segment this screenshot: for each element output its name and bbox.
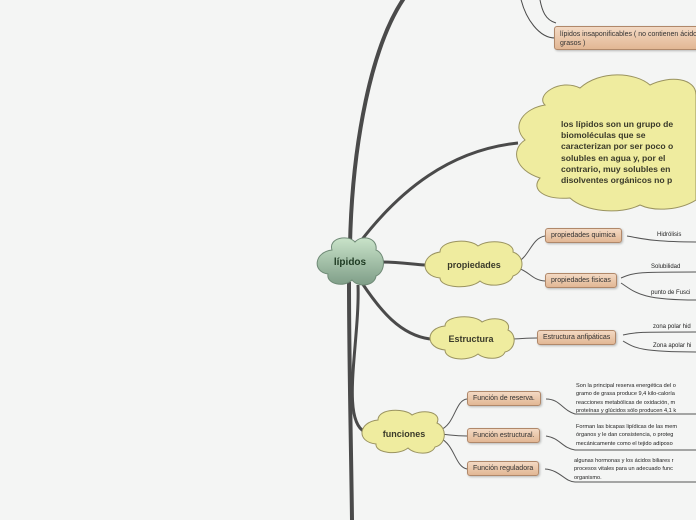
- text-line: órganos y le dan consistencia, o proteg: [576, 432, 674, 439]
- funcion-reguladora-node[interactable]: Función reguladora: [467, 461, 540, 476]
- root-cloud-shape: [316, 237, 384, 286]
- zona-polar-label[interactable]: zona polar hid: [653, 324, 691, 330]
- funciones-cloud-shape: [361, 409, 445, 454]
- text-line: organismo.: [574, 474, 602, 481]
- text-line: proteínas y glúcidos sólo producen 4,1 k: [576, 408, 677, 415]
- propiedades-quimica-node[interactable]: propiedades quimica: [545, 228, 622, 243]
- propiedades-node[interactable]: propiedades: [447, 260, 501, 270]
- definition-line: biomoléculas que se: [561, 130, 646, 141]
- zona-apolar-label[interactable]: Zona apolar hi: [653, 343, 692, 349]
- text-line: algunas hormonas y los ácidos biliares r: [574, 458, 674, 464]
- hidrolisis-label[interactable]: Hidrólisis: [657, 232, 682, 238]
- estructural-description[interactable]: Forman las bicapas lipídicas de las mem …: [576, 423, 677, 448]
- link-root-estructura: [360, 282, 431, 341]
- link-root-definition: [358, 141, 519, 243]
- funciones-node[interactable]: funciones: [382, 429, 426, 439]
- reserva-description[interactable]: Son la principal reserva energética del …: [576, 382, 676, 416]
- definition-line: caracterizan por ser poco o: [561, 141, 674, 152]
- funcion-reserva-node[interactable]: Función de reserva.: [467, 391, 541, 406]
- estructura-anfipaticas-node[interactable]: Estructura anfipáticas: [537, 330, 617, 345]
- definition-node[interactable]: los lípidos son un grupo de biomoléculas…: [561, 119, 673, 186]
- link-root-bottom: [347, 281, 354, 520]
- link-root-propiedades: [377, 260, 426, 267]
- text-line: mecánicamente como el tejido adiposo: [576, 440, 673, 447]
- text-line: procesos vitales para un adecuado func: [574, 466, 673, 473]
- reguladora-description[interactable]: algunas hormonas y los ácidos biliares r…: [574, 457, 674, 482]
- link-root-top: [348, 0, 406, 246]
- text-line: Forman las bicapas lipídicas de las mem: [576, 424, 678, 430]
- link-root-funciones: [350, 284, 366, 434]
- estructura-cloud-shape: [429, 316, 515, 360]
- definition-line: disolventes orgánicos no p: [561, 175, 673, 186]
- root-node[interactable]: lípidos: [333, 257, 367, 268]
- definition-cloud-shape: [516, 74, 696, 212]
- text-line: Son la principal reserva energética del …: [576, 383, 676, 389]
- text-line: reacciones metabólicas de oxidación, m: [576, 399, 676, 406]
- propiedades-fisicas-node[interactable]: propiedades fisicas: [545, 273, 617, 288]
- definition-line: contrario, muy solubles en: [561, 163, 671, 174]
- propiedades-cloud-shape: [424, 240, 523, 288]
- punto-fusion-label[interactable]: punto de Fusci: [651, 290, 691, 296]
- solubilidad-label[interactable]: Solubilidad: [651, 264, 681, 270]
- definition-line: solubles en agua y, por el: [561, 152, 666, 163]
- insaponificables-node[interactable]: lípidos insaponificables ( no contienen …: [554, 26, 696, 50]
- estructura-node[interactable]: Estructura: [448, 334, 494, 344]
- text-line: gramo de grasa produce 9,4 kilo-caloría: [576, 391, 675, 398]
- definition-line: los lípidos son un grupo de: [561, 119, 674, 129]
- funcion-estructural-node[interactable]: Función estructural.: [467, 428, 541, 443]
